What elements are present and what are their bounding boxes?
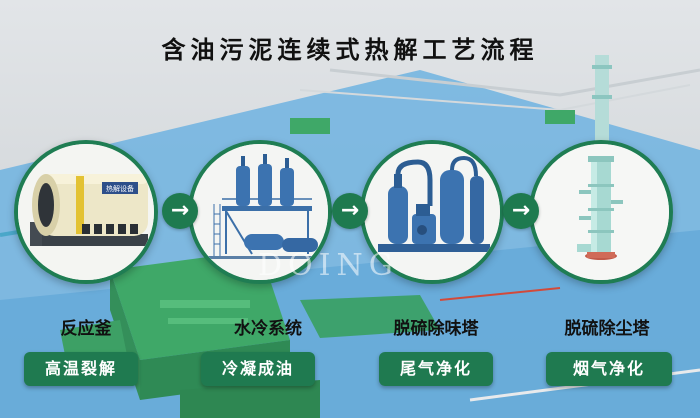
- dust-removal-tower-icon: [533, 144, 669, 280]
- diagram-title: 含油污泥连续式热解工艺流程: [161, 36, 539, 64]
- step-4-image-circle: [529, 140, 673, 284]
- pyrolysis-reactor-icon: 热解设备: [18, 144, 154, 280]
- step-4-process-badge: 烟气净化: [546, 352, 672, 386]
- step-2-image-circle: [188, 140, 332, 284]
- flow-arrow-3: →: [503, 193, 539, 229]
- flow-arrow-2: →: [332, 193, 368, 229]
- doing-watermark: DOING: [258, 248, 399, 283]
- flow-arrow-1: →: [162, 193, 198, 229]
- desulfurization-tower-icon: [364, 144, 500, 280]
- step-4-equipment-label: 脱硫除尘塔: [564, 319, 650, 339]
- step-2-process-badge: 冷凝成油: [201, 352, 315, 386]
- step-2-equipment-label: 水冷系统: [234, 319, 302, 339]
- step-3-process-badge: 尾气净化: [379, 352, 493, 386]
- step-1-process-badge: 高温裂解: [24, 352, 138, 386]
- step-1-equipment-label: 反应釜: [60, 319, 112, 339]
- water-cooling-system-icon: [192, 144, 328, 280]
- step-3-equipment-label: 脱硫除味塔: [393, 319, 479, 339]
- reactor-plate-text: 热解设备: [106, 184, 134, 193]
- step-3-image-circle: [360, 140, 504, 284]
- step-1-image-circle: 热解设备: [14, 140, 158, 284]
